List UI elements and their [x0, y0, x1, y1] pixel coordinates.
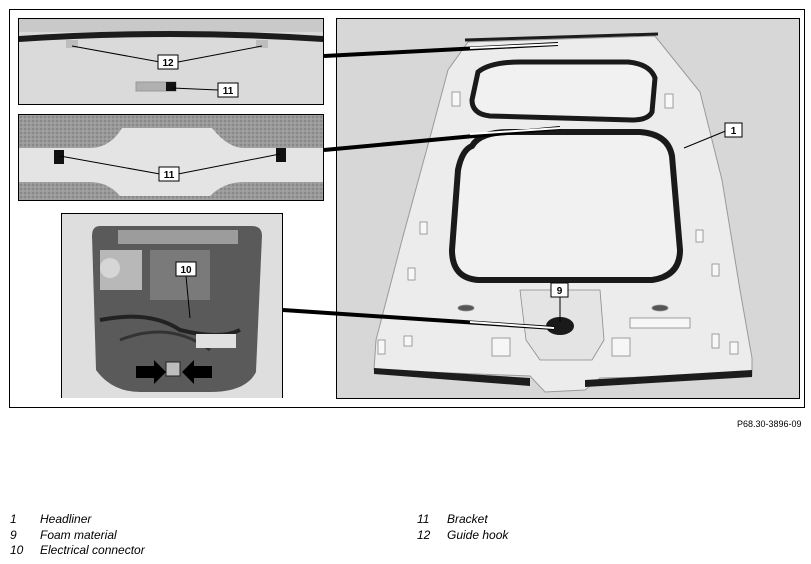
front-edge-seal: [464, 32, 659, 42]
callout-1: 1: [724, 122, 743, 138]
main-photo-panel: [336, 18, 800, 399]
callout-10-text: 10: [180, 265, 192, 276]
rear-opening: [448, 129, 684, 283]
figure-reference: P68.30-3896-09: [737, 419, 802, 429]
legend-text: Electrical connector: [40, 543, 145, 557]
callout-11-top-text: 11: [223, 86, 234, 97]
bracket-mid-left: [54, 150, 64, 164]
front-opening: [469, 59, 658, 123]
legend-number: 12: [417, 527, 431, 542]
callout-12-text: 12: [162, 58, 174, 69]
electrical-connector: [165, 361, 181, 377]
callout-9: 9: [550, 282, 569, 298]
legend-left: 1 Headliner 9 Foam material 10 Electrical c…: [10, 512, 145, 559]
legend-item: 12 Guide hook: [417, 528, 508, 544]
inset-connector: [61, 213, 283, 398]
callout-11-top: 11: [217, 82, 239, 98]
callout-11-mid-text: 11: [164, 170, 175, 181]
legend-item: 9 Foam material: [10, 528, 145, 544]
link-line-mid: [323, 126, 561, 152]
guide-hook-left: [66, 40, 78, 48]
inset-brackets: [18, 114, 324, 201]
legend-right: 11 Bracket 12 Guide hook: [417, 512, 508, 543]
legend-text: Guide hook: [447, 527, 509, 542]
foam-material: [546, 317, 574, 335]
legend-text: Bracket: [447, 512, 488, 526]
legend-item: 1 Headliner: [10, 512, 145, 528]
callout-12: 12: [157, 54, 179, 70]
arrow-right: [136, 360, 166, 384]
rear-edge-seal-right: [585, 370, 752, 387]
guide-hook-right: [256, 40, 268, 48]
leader-lines: [59, 45, 729, 322]
callout-1-text: 1: [731, 126, 737, 137]
callout-11-mid: 11: [158, 166, 180, 182]
rear-edge-seal-left: [374, 368, 530, 386]
legend-item: 11 Bracket: [417, 512, 508, 528]
legend-number: 1: [10, 512, 17, 526]
arrow-left: [182, 360, 212, 384]
legend-text: Foam material: [40, 527, 117, 542]
legend-number: 9: [10, 527, 17, 542]
callout-9-text: 9: [557, 286, 563, 297]
bracket-mid-right: [276, 148, 286, 162]
side-clips: [377, 91, 739, 355]
legend-text: Headliner: [40, 512, 92, 526]
callout-10: 10: [175, 261, 197, 277]
legend-number: 10: [10, 543, 24, 557]
legend-item: 10 Electrical connector: [10, 543, 145, 559]
legend-number: 11: [417, 512, 430, 526]
